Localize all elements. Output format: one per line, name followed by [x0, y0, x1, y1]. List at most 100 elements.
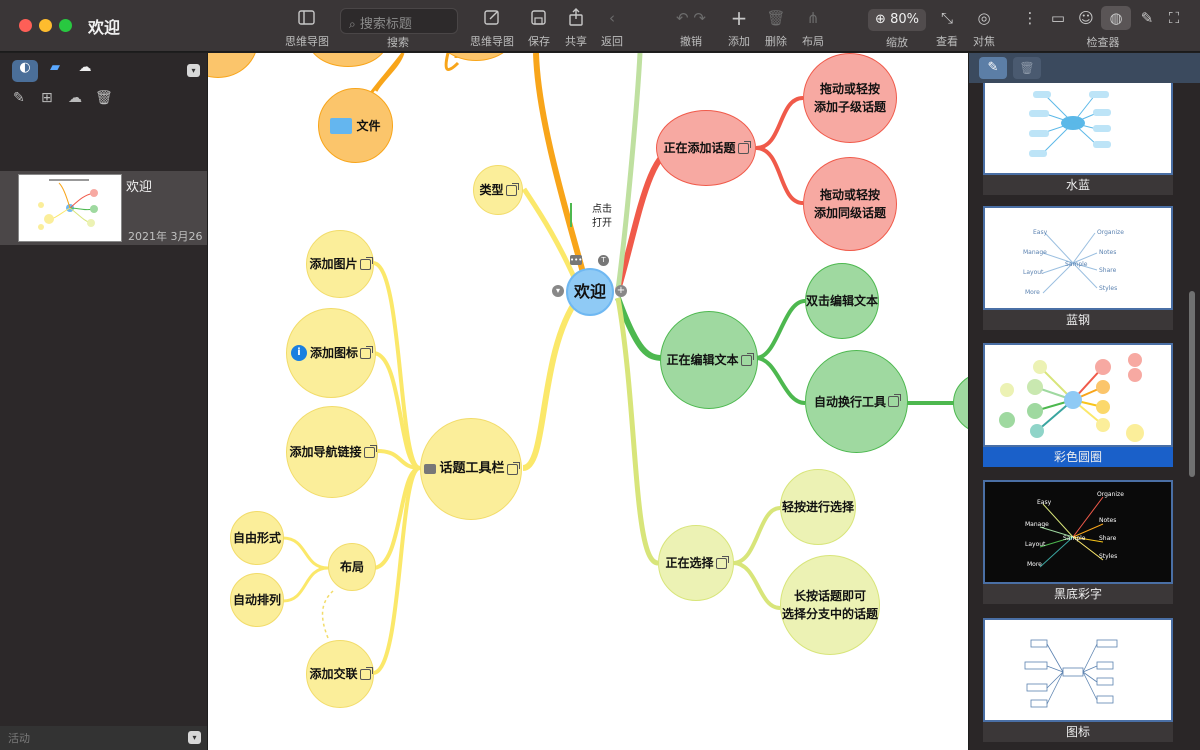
outline-button[interactable]: ⋮ — [1020, 6, 1040, 30]
save-button[interactable]: 保存 — [525, 6, 553, 49]
document-item[interactable]: 欢迎 2021年 3月26 — [0, 171, 207, 245]
node-add-icon[interactable]: i 添加图标 — [286, 308, 376, 398]
theme-name: 水蓝 — [983, 175, 1173, 195]
theme-name: 黑底彩字 — [983, 584, 1173, 604]
node-adding-topics[interactable]: 正在添加话题 — [656, 110, 756, 186]
text-tool-button[interactable]: T — [598, 255, 609, 266]
theme-preview — [983, 83, 1173, 175]
node-add-relation[interactable]: 添加交联 — [306, 640, 374, 708]
search-label: 搜索 — [387, 36, 409, 49]
delete-button[interactable]: 🗑 删除 — [762, 6, 790, 49]
node-long-press[interactable]: 长按话题即可 选择分支中的话题 — [780, 555, 880, 655]
folder-icon — [330, 117, 353, 134]
node-files[interactable]: 文件 — [318, 88, 393, 163]
svg-text:Layout: Layout — [1025, 541, 1046, 548]
sidebar-icon — [298, 10, 315, 25]
trash-icon: 🗑 — [1019, 61, 1035, 75]
zoom-icon: ⊕ — [875, 12, 886, 27]
zoom-control[interactable]: ⊕ 80% — [868, 9, 926, 31]
sidebar-menu-button[interactable]: ▾ — [187, 64, 200, 77]
search-placeholder: 搜索标题 — [359, 17, 412, 32]
undo-button[interactable]: ↶ ↷ 撤销 — [670, 6, 712, 49]
svg-text:Sample: Sample — [1065, 261, 1088, 268]
node-auto-arrange[interactable]: 自动排列 — [230, 573, 284, 627]
theme-name: 图标 — [983, 722, 1173, 742]
new-document-button[interactable]: ✎ — [13, 90, 25, 106]
presentation-button[interactable]: ⛶ — [1162, 6, 1186, 30]
add-button[interactable]: + 添加 — [725, 6, 753, 49]
share-icon — [569, 8, 583, 26]
node-freeform[interactable]: 自由形式 — [230, 511, 284, 565]
toolbar: 欢迎 思维导图 ⌕ 搜索标题 搜索 思维导图 保存 共享 ‹ 返回 ↶ ↷ 撤销… — [0, 0, 1200, 52]
focus-button[interactable]: ◎ 对焦 — [970, 6, 998, 49]
document-date: 2021年 3月26 — [128, 230, 203, 243]
share-button[interactable]: 共享 — [562, 6, 590, 49]
node-add-image[interactable]: 添加图片 — [306, 230, 374, 298]
zoom-value: 80% — [890, 12, 919, 27]
view-button[interactable]: ⤡ 查看 — [933, 6, 961, 49]
layout-button[interactable]: ⋔ 布局 — [799, 6, 827, 49]
style-button[interactable]: ✎ — [1136, 6, 1158, 30]
svg-text:Styles: Styles — [1099, 285, 1117, 292]
upload-button[interactable]: ☁ — [68, 90, 82, 106]
info-icon: i — [290, 345, 307, 361]
link-icon — [505, 182, 519, 196]
theme-button[interactable]: ◍ — [1101, 6, 1131, 30]
activity-menu-button[interactable]: ▾ — [188, 731, 201, 744]
node-editing-text[interactable]: 正在编辑文本 — [660, 311, 758, 409]
node-topic-toolbar[interactable]: 话题工具栏 — [420, 418, 522, 520]
cloud-tab[interactable]: ☁ — [72, 60, 98, 82]
node-layout[interactable]: 布局 — [328, 543, 376, 591]
more-options-button[interactable]: ••• — [570, 255, 583, 265]
inspector-trash-tab[interactable]: 🗑 — [1013, 57, 1041, 79]
trash-button[interactable]: 🗑 — [95, 90, 113, 106]
node-selecting[interactable]: 正在选择 — [658, 525, 734, 601]
node-add-nav-link[interactable]: 添加导航链接 — [286, 406, 378, 498]
search-input[interactable]: ⌕ 搜索标题 — [340, 8, 458, 34]
back-button[interactable]: ‹ 返回 — [598, 6, 626, 49]
node-tap-select[interactable]: 轻按进行选择 — [780, 469, 856, 545]
node-double-click-edit[interactable]: 双击编辑文本 — [805, 263, 879, 339]
annotation-icon — [570, 203, 586, 227]
svg-text:Layout: Layout — [1023, 269, 1044, 276]
comment-button[interactable]: ▭ — [1047, 6, 1069, 30]
link-icon — [359, 256, 373, 270]
collapse-toggle-left[interactable]: ▾ — [552, 285, 564, 297]
inspector-scrollbar[interactable] — [1189, 291, 1195, 477]
close-button[interactable] — [19, 19, 32, 32]
inspector-edit-tab[interactable]: ✎ — [979, 57, 1007, 79]
maximize-button[interactable] — [59, 19, 72, 32]
recent-tab[interactable]: ◐ — [12, 60, 38, 82]
link-icon — [888, 394, 901, 407]
add-toggle-right[interactable]: + — [615, 285, 627, 297]
compose-icon: ✎ — [13, 90, 25, 106]
theme-preview — [983, 618, 1173, 722]
mindmap-canvas[interactable]: 文件 类型 点击 打开 欢迎 ▾ + ••• T 正在添加话题 拖动或轻按 添加… — [208, 53, 968, 750]
svg-text:Manage: Manage — [1023, 249, 1047, 256]
svg-text:Easy: Easy — [1037, 499, 1052, 506]
folder-tab[interactable]: ▰ — [42, 60, 68, 82]
node-auto-wrap[interactable]: 自动换行工具 — [805, 350, 908, 453]
node-central[interactable]: 欢迎 — [566, 268, 614, 316]
node-drag-sibling[interactable]: 拖动或轻按 添加同级话题 — [803, 157, 897, 251]
node-types[interactable]: 类型 — [473, 165, 523, 215]
emoji-button[interactable]: ☺ — [1075, 6, 1097, 30]
mindmap-view-button[interactable]: 思维导图 — [283, 6, 331, 49]
chevron-left-icon: ‹ — [609, 9, 615, 27]
svg-text:Styles: Styles — [1099, 553, 1117, 560]
presenter-icon: ⛶ — [1168, 9, 1180, 27]
activity-bar: 活动 ▾ — [0, 726, 207, 750]
theme-name: 彩色圆圈 — [983, 447, 1173, 467]
smiley-icon: ☺ — [1078, 9, 1094, 27]
document-name: 欢迎 — [126, 180, 153, 195]
minimize-button[interactable] — [39, 19, 52, 32]
mindmap-button[interactable]: 思维导图 — [468, 6, 516, 49]
svg-text:Share: Share — [1099, 267, 1117, 274]
new-folder-button[interactable]: ⊞ — [41, 90, 53, 106]
svg-text:Notes: Notes — [1099, 517, 1116, 524]
node-drag-child[interactable]: 拖动或轻按 添加子级话题 — [803, 53, 897, 143]
svg-text:Sample: Sample — [1063, 535, 1086, 542]
svg-text:More: More — [1027, 561, 1042, 568]
target-icon: ◎ — [977, 9, 991, 27]
